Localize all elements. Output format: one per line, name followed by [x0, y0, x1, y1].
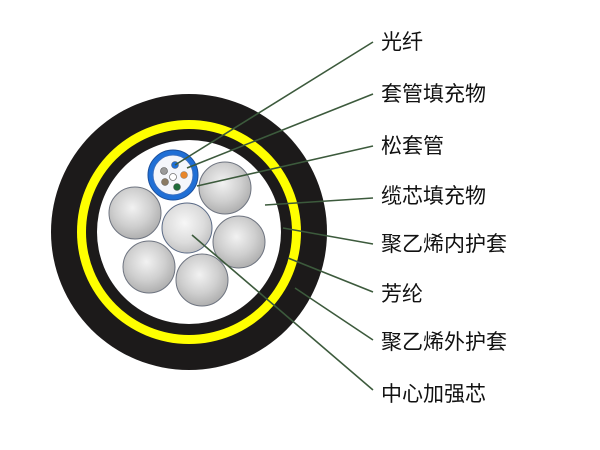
label-loose-tube: 松套管 [381, 134, 444, 158]
steel-wire [212, 215, 266, 269]
leader-line-aramid [287, 257, 374, 293]
leader-line-loose-tube [196, 145, 374, 187]
label-pe-outer-sheath: 聚乙烯外护套 [381, 330, 507, 354]
steel-wire [108, 186, 162, 240]
fiber-orange [180, 171, 188, 179]
label-central-strength-member: 中心加强芯 [381, 382, 486, 406]
leader-line-optical-fiber [174, 41, 374, 166]
leader-line-inner-sheath [282, 227, 374, 245]
label-tube-filler: 套管填充物 [381, 82, 486, 106]
steel-wire [198, 161, 252, 215]
label-aramid: 芳纶 [381, 282, 423, 306]
steel-wires [108, 161, 266, 307]
steel-wire [175, 253, 229, 307]
leader-line-outer-sheath [294, 287, 374, 341]
fiber-grey [160, 167, 168, 175]
fiber-brown [161, 178, 169, 186]
label-optical-fiber: 光纤 [381, 30, 423, 54]
fiber-green [173, 183, 181, 191]
label-pe-inner-sheath: 聚乙烯内护套 [381, 232, 507, 256]
leader-line-core-filler [264, 197, 374, 206]
steel-wire [122, 240, 176, 294]
leader-lines [174, 41, 374, 391]
label-core-filler: 缆芯填充物 [381, 184, 486, 208]
leader-line-central-strength-member [191, 234, 374, 391]
leader-line-tube-filler [186, 93, 374, 169]
fiber-white [169, 173, 177, 181]
loose-tube [147, 149, 199, 201]
